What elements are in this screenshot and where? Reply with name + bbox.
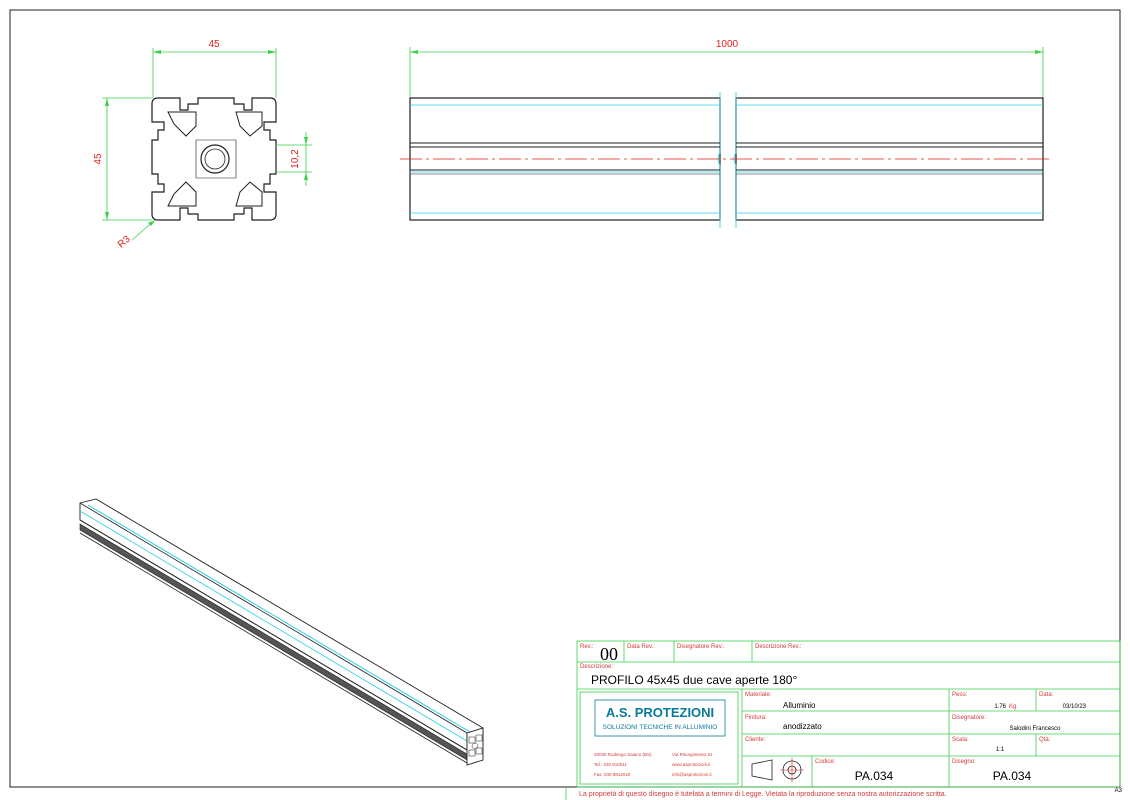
finitura-value: anodizzato (783, 722, 822, 731)
dim-width-label: 45 (208, 39, 220, 50)
logo-subtitle: SOLUZIONI TECNICHE IN ALLUMINIO (603, 724, 718, 731)
materiale-label: Materiale: (745, 692, 772, 698)
finitura-label: Finitura: (745, 715, 767, 721)
designer-rev-label: Disegnatore Rev.: (677, 644, 725, 650)
profile-isometric-view (79, 498, 484, 766)
disegnatore-label: Disegnatore: (952, 715, 986, 721)
dim-radius-label: R3 (116, 233, 133, 250)
data-value: 03/10/23 (1063, 704, 1087, 710)
company-logo: A.S. PROTEZIONI SOLUZIONI TECNICHE IN AL… (579, 691, 739, 785)
footer-copyright: La proprietà di questo disegno è tutelat… (579, 791, 947, 798)
scala-label: Scala: (952, 737, 969, 743)
disegnatore-value: Salodini Francesco (1009, 726, 1061, 732)
dimension-radius: R3 (116, 219, 156, 251)
logo-address-right: Via Risorgimento 31 (672, 752, 713, 757)
title-block: Rev.: 00 Data Rev.: Disegnatore Rev.: De… (565, 640, 1123, 800)
logo-tel-right: www.asprotezioni.it (672, 762, 711, 767)
dim-slot-label: 10,2 (290, 149, 301, 169)
logo-fax-right: info@asprotezioni.it (672, 772, 712, 777)
dim-height-label: 45 (93, 153, 104, 165)
logo-fax-left: Fax: 030 6811818 (594, 772, 630, 777)
data-rev-label: Data Rev.: (627, 644, 655, 650)
qta-label: Qtà: (1039, 737, 1051, 743)
projection-symbol-icon (751, 758, 804, 782)
logo-address-left: 25030 Rodengo Saiano (BS) (594, 752, 652, 757)
descrizione-label: Descrizione: (580, 664, 613, 670)
rev-label: Rev.: (580, 644, 594, 650)
profile-side-view: 1000 (400, 39, 1050, 228)
materiale-value: Alluminio (783, 701, 816, 710)
peso-unit: Kg. (1009, 704, 1018, 710)
profile-cross-section (151, 97, 277, 221)
descrizione-value: PROFILO 45x45 due cave aperte 180° (591, 673, 797, 687)
peso-label: Peso: (952, 692, 968, 698)
disegno-value: PA.034 (993, 769, 1032, 783)
dimension-width: 45 (152, 39, 277, 98)
data-label: Data: (1039, 692, 1054, 698)
peso-value: 1.76 (994, 704, 1006, 710)
rev-value: 00 (600, 644, 618, 664)
logo-title: A.S. PROTEZIONI (606, 705, 714, 720)
scala-value: 1:1 (996, 747, 1005, 753)
dimension-slot: 10,2 (276, 132, 312, 186)
dimension-height: 45 (93, 97, 152, 221)
logo-tel-left: Tel.: 030 610011 (594, 762, 627, 767)
codice-label: Codice: (815, 759, 836, 765)
sheet-frame (9, 9, 1121, 788)
descr-rev-label: Descrizione Rev.: (755, 644, 802, 650)
sheet-size: A3 (1115, 788, 1123, 794)
disegno-label: Disegno: (952, 759, 976, 765)
cliente-label: Cliente: (745, 737, 766, 743)
dim-length-label: 1000 (716, 39, 739, 50)
codice-value: PA.034 (855, 769, 894, 783)
